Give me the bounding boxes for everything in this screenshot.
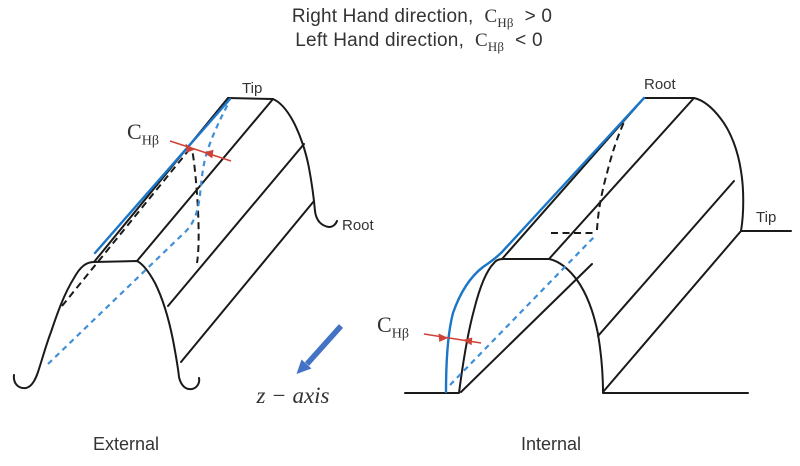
- internal-reference-helix-dashed-blue: [449, 236, 595, 386]
- internal-front-tooth-profile: [404, 258, 749, 394]
- internal-flank-line-left-diagonal: [460, 263, 593, 393]
- internal-tip-label: Tip: [756, 209, 777, 226]
- title-line2-comparison: < 0: [515, 30, 543, 51]
- external-tip-label: Tip: [242, 80, 263, 97]
- external-chb-arrowhead-right: [185, 143, 195, 153]
- title-line2-symbol: CHβ: [475, 30, 505, 54]
- title-line1-comparison: > 0: [524, 6, 553, 27]
- external-back-tooth-profile: [227, 97, 338, 228]
- title-line-2: Left Hand direction, CHβ < 0: [295, 30, 543, 54]
- internal-back-tooth-profile: [643, 97, 792, 232]
- internal-flank-line-bottom: [602, 230, 742, 393]
- external-reference-helix-dashed-blue: [47, 103, 229, 365]
- title-line-1: Right Hand direction, CHβ > 0: [291, 6, 553, 30]
- internal-root-edge-right: [548, 97, 695, 260]
- internal-chb-dimension-line: [423, 333, 482, 344]
- external-caption: External: [92, 434, 160, 454]
- internal-chb-arrowhead-right: [438, 333, 448, 342]
- internal-flank-line-mid: [597, 180, 735, 337]
- z-axis-label: z − axis: [256, 383, 330, 408]
- internal-gear-drawing: [404, 96, 792, 394]
- external-flank-line-low: [180, 200, 315, 363]
- internal-caption: Internal: [520, 434, 582, 454]
- z-axis-arrow: [296, 324, 344, 374]
- internal-modified-helix-line: [444, 96, 646, 394]
- internal-root-label: Root: [644, 76, 676, 93]
- z-axis-arrow-shaft: [304, 324, 344, 366]
- title-line1-symbol: CHβ: [484, 6, 514, 30]
- title-line1-prefix: Right Hand direction,: [291, 6, 474, 27]
- internal-chb-arrowhead-left: [462, 337, 473, 346]
- external-chb-label: CHβ: [127, 119, 160, 149]
- external-flank-line-mid: [167, 143, 305, 307]
- external-gear-drawing: [12, 97, 338, 391]
- internal-reference-helix-dashed-steep: [596, 119, 626, 231]
- internal-chb-label: CHβ: [377, 312, 410, 342]
- external-front-tooth-profile: [12, 260, 201, 391]
- external-tip-edge-right: [136, 98, 274, 262]
- internal-chb-dimension: [423, 333, 482, 346]
- title-line2-prefix: Left Hand direction,: [295, 30, 465, 51]
- external-root-label: Root: [342, 217, 374, 234]
- external-chb-dimension-line: [169, 140, 232, 162]
- external-chb-arrowhead-left: [203, 149, 214, 159]
- external-chb-dimension: [169, 140, 232, 162]
- external-modified-helix-line: [93, 97, 232, 255]
- external-reference-helix-dashed-black: [61, 148, 200, 307]
- z-axis-arrow-head: [296, 359, 312, 374]
